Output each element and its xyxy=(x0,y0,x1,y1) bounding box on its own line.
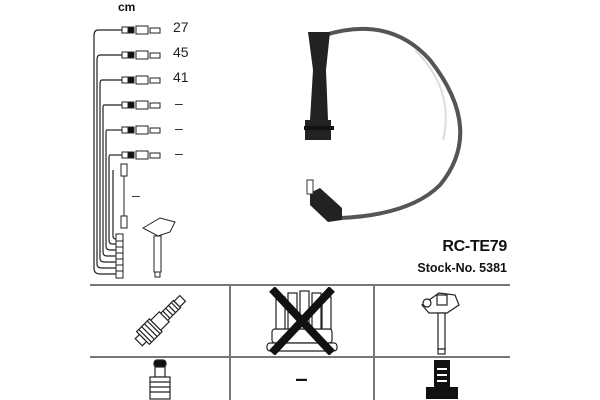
stock-number: Stock-No. 5381 xyxy=(417,261,507,275)
cable-length-3: 41 xyxy=(173,69,189,85)
cell-distributor-cap xyxy=(230,285,373,356)
unit-label: cm xyxy=(118,0,136,14)
cell-empty: – xyxy=(230,357,373,400)
distributor-cap-crossed-icon xyxy=(265,286,338,355)
cable-length-5: – xyxy=(175,120,183,136)
grid-divider-top xyxy=(90,284,510,286)
ignition-cable-icon xyxy=(304,26,463,222)
cell-ignition-coil xyxy=(374,285,510,356)
product-code: RC-TE79 xyxy=(442,238,507,255)
cable-length-1: 27 xyxy=(173,19,189,35)
cable-length-2: 45 xyxy=(173,44,189,60)
spark-plug-icon xyxy=(133,294,186,347)
cell-coil-connector xyxy=(374,357,510,400)
not-applicable-dash: – xyxy=(295,365,308,391)
cable-length-6: – xyxy=(175,145,183,161)
ignition-coil-icon xyxy=(421,291,460,355)
cell-spark-plug xyxy=(90,285,229,356)
cable-length-7: – xyxy=(132,187,140,203)
cable-length-4: – xyxy=(175,95,183,111)
cable-harness-icon xyxy=(93,25,176,279)
grid-divider-v2 xyxy=(373,284,375,400)
plug-connector-icon xyxy=(148,359,171,400)
grid-divider-middle xyxy=(90,356,510,358)
grid-divider-v1 xyxy=(229,284,231,400)
coil-connector-icon xyxy=(426,360,458,399)
cell-plug-connector xyxy=(90,357,229,400)
